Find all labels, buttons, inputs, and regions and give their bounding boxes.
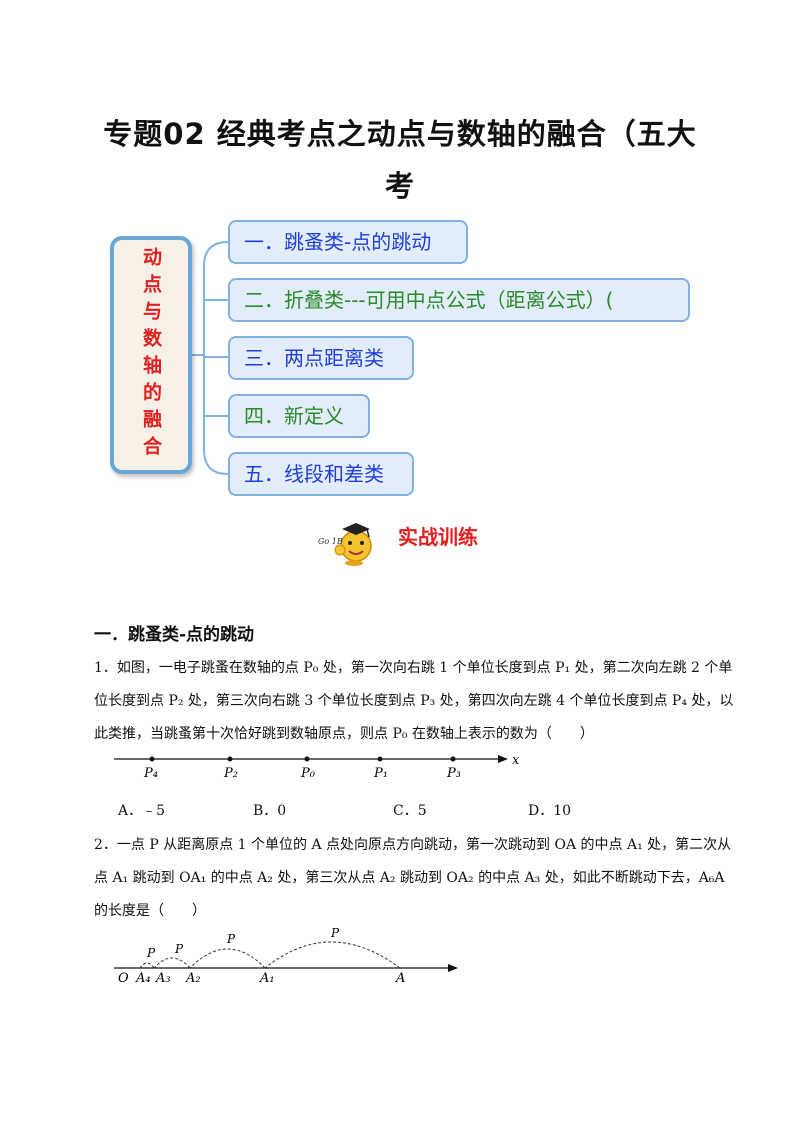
- page-title: 专题02 经典考点之动点与数轴的融合（五大考 点）: [90, 108, 710, 264]
- practice-label: 实战训练: [398, 525, 478, 549]
- axis-point-p3: P₃: [446, 766, 461, 781]
- axis-point-p2: P₂: [223, 766, 238, 781]
- mindmap-connectors: [192, 241, 229, 475]
- practice-icon-text: Go 1B: [318, 537, 343, 546]
- question-2-text: 2．一点 P 从距离原点 1 个单位的 A 点处向原点方向跳动，第一次跳动到 O…: [94, 837, 732, 919]
- diagram-label-a4: A₄: [135, 971, 151, 986]
- mindmap-branch-4: 四．新定义: [228, 394, 370, 438]
- axis-point-p0: P₀: [300, 766, 316, 781]
- mindmap-central-label: 动点与数轴的融合: [140, 247, 162, 463]
- section-1-heading: 一．跳蚤类-点的跳动: [94, 625, 255, 645]
- option-c: C．5: [393, 803, 427, 819]
- question-1-number-line: P₄ P₂ P₀ P₁ P₃ x: [114, 753, 520, 781]
- mindmap-branch-5: 五．线段和差类: [228, 452, 414, 496]
- title-line-1: 专题02 经典考点之动点与数轴的融合（五大考: [103, 117, 697, 203]
- mindmap-central-node: 动点与数轴的融合: [110, 236, 192, 474]
- diagram-label-a3: A₃: [155, 971, 171, 986]
- option-b: B．0: [253, 803, 287, 819]
- smiley-scholar-icon: Go 1B: [318, 523, 372, 566]
- mindmap-branch-3: 三．两点距离类: [228, 336, 414, 380]
- jump-label-1: P: [330, 926, 340, 940]
- diagram-label-o: O: [118, 971, 129, 986]
- diagram-label-a1: A₁: [259, 971, 275, 986]
- question-1-text: 1．如图，一电子跳蚤在数轴的点 P₀ 处，第一次向右跳 1 个单位长度到点 P₁…: [94, 660, 734, 742]
- axis-point-p1: P₁: [373, 766, 388, 781]
- mindmap-branch-1: 一．跳蚤类-点的跳动: [228, 220, 468, 264]
- question-2-jump-diagram: P P P P O A₄ A₃ A₂ A₁ A: [114, 926, 458, 986]
- jump-label-2: P: [226, 932, 236, 946]
- jump-label-4: P: [146, 946, 156, 960]
- jump-label-3: P: [174, 942, 184, 956]
- diagram-label-a2: A₂: [185, 971, 201, 986]
- axis-point-p4: P₄: [143, 766, 158, 781]
- mindmap-branch-2: 二．折叠类---可用中点公式（距离公式）(: [228, 278, 690, 322]
- option-a: A．﹣5: [118, 803, 166, 819]
- option-d: D．10: [528, 803, 572, 819]
- axis-label-x: x: [512, 753, 520, 768]
- diagram-label-a: A: [395, 971, 405, 986]
